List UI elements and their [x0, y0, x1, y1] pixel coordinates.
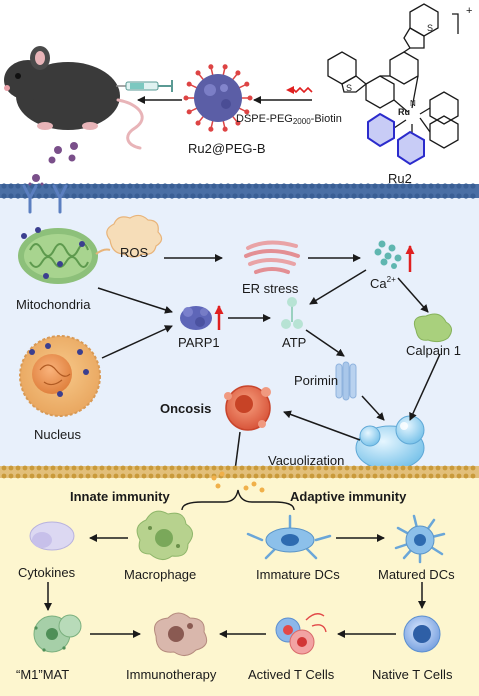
syringe-icon [116, 80, 173, 92]
matured-dcs-label: Matured DCs [378, 567, 455, 582]
ros-label: ROS [120, 245, 149, 260]
immunotherapy-icon [154, 612, 208, 656]
vacuolization-cell-illustration [355, 415, 425, 471]
receptor-icon [22, 184, 68, 214]
ros-cloud-icon [95, 214, 163, 258]
pathway-arrows [97, 254, 441, 479]
mouse-illustration [4, 46, 144, 150]
macrophage-icon [136, 510, 193, 560]
small-nanoparticles [48, 142, 78, 164]
peg-linker-label: DSPE-PEG2000-Biotin [236, 113, 342, 126]
adaptive-immunity-label: Adaptive immunity [290, 489, 407, 504]
actived-t-cells-label: Actived T Cells [248, 667, 335, 682]
immunity-brace [181, 489, 295, 511]
red-wave-icon [286, 86, 313, 94]
innate-immunity-label: Innate immunity [70, 489, 170, 504]
actived-t-cells-icon [275, 613, 327, 655]
immune-arrows [44, 534, 426, 638]
native-t-cells-icon [403, 615, 441, 653]
parp1-label: PARP1 [178, 335, 220, 350]
mitochondria-label: Mitochondria [16, 297, 91, 312]
oncosis-label: Oncosis [160, 401, 212, 416]
parp1-protein-icon [180, 306, 212, 330]
immature-dcs-label: Immature DCs [256, 567, 340, 582]
vacuolization-label: Vacuolization [268, 453, 345, 468]
immune-region [0, 476, 479, 696]
nanoparticle-label: Ru2@PEG-B [188, 141, 266, 156]
charge-label: + [466, 5, 473, 17]
cytokines-label: Cytokines [18, 565, 76, 580]
calpain-1-label: Calpain 1 [406, 343, 461, 358]
immature-dc-icon [246, 514, 332, 560]
calcium-label: Ca2+ [370, 275, 396, 291]
m1-mat-icon [33, 614, 82, 653]
atp-label: ATP [282, 335, 307, 350]
sulfur-atom-top: S [427, 23, 434, 33]
oncosis-cell-illustration [224, 385, 271, 431]
atp-molecule-icon [281, 297, 303, 329]
porimin-icon [335, 361, 357, 401]
released-damp-particles [211, 471, 265, 493]
calpain-1-icon [413, 313, 452, 343]
compound-label: Ru2 [388, 171, 412, 186]
er-stress-label: ER stress [242, 281, 299, 296]
nucleus-label: Nucleus [34, 427, 81, 442]
nitrogen-atom-label: N [410, 99, 416, 108]
macrophage-label: Macrophage [124, 567, 197, 582]
porimin-label: Porimin [294, 373, 339, 388]
native-t-cells-label: Native T Cells [372, 667, 453, 682]
ru2-peg-b-nanoparticle [183, 64, 253, 132]
blue-ligand-structure [367, 112, 425, 166]
m1-mat-label: “M1”MAT [16, 667, 70, 682]
matured-dc-icon [394, 514, 446, 564]
ru2-molecule-structure [327, 3, 459, 149]
cytokines-icon [29, 521, 75, 551]
sulfur-atom-left: S [346, 83, 353, 93]
mitochondria-illustration [18, 227, 98, 284]
nucleus-cell-illustration [19, 335, 101, 417]
er-icon [244, 240, 300, 274]
immunotherapy-label: Immunotherapy [126, 667, 217, 682]
membrane-particle [28, 174, 44, 186]
ru-atom-label: Ru [398, 107, 410, 117]
calcium-ions-icon [374, 240, 402, 269]
